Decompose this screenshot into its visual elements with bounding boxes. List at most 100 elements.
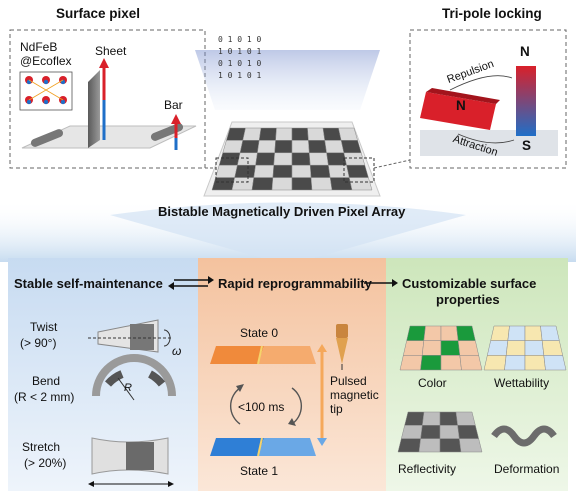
- tilted-magnet-top: [426, 88, 500, 104]
- array-pixel: [307, 127, 326, 141]
- wettability-tile: [524, 325, 543, 341]
- array-pixel: [257, 140, 276, 154]
- array-zoom-right: [343, 157, 375, 183]
- array-pixel: [251, 177, 274, 191]
- reflectivity-tile: [455, 411, 476, 426]
- sheet-pixel: [88, 70, 100, 148]
- tip-label-1: Pulsed: [330, 374, 367, 388]
- array-pixel: [346, 164, 369, 178]
- stable-title: Stable self-maintenance: [14, 276, 163, 291]
- array-pixel: [291, 152, 311, 166]
- wettability-tile: [524, 355, 546, 371]
- color-grid: [399, 325, 483, 371]
- twist-icon: [88, 319, 172, 353]
- custom-title-2: properties: [436, 292, 500, 307]
- state0-label: State 0: [240, 326, 279, 340]
- array-pixel: [324, 140, 345, 154]
- pole-n-top: N: [520, 44, 530, 59]
- wettability-tile: [505, 340, 526, 356]
- binary-row: 0 1 0 1 0: [218, 35, 262, 44]
- color-tile: [420, 355, 442, 371]
- color-tile: [406, 325, 426, 341]
- reflectivity-tile: [422, 411, 441, 426]
- binary-beam: [195, 50, 380, 110]
- reflectivity-tile: [397, 438, 421, 453]
- material-label-1: NdFeB: [20, 40, 58, 54]
- array-pixel: [222, 140, 244, 154]
- array-pixel: [291, 140, 310, 154]
- vertical-magnet: [516, 66, 536, 136]
- book-state1: [210, 437, 316, 457]
- array-pixel: [242, 127, 262, 141]
- wettability-grid: [483, 325, 567, 371]
- surface-pixel-box: [9, 29, 206, 169]
- magnetic-particles: [25, 76, 67, 105]
- color-tile: [440, 355, 462, 371]
- color-tile: [421, 340, 442, 356]
- tip-label: Pulsed magnetic tip: [330, 374, 379, 416]
- binary-row: 1 0 1 0 1: [218, 71, 262, 80]
- color-label: Color: [418, 376, 447, 390]
- array-pixel: [215, 164, 238, 178]
- array-pixel: [291, 177, 313, 191]
- custom-title-1: Customizable surface: [402, 276, 537, 291]
- wettability-tile: [504, 355, 526, 371]
- reflectivity-tile: [420, 425, 441, 439]
- spotlight-cone: [110, 202, 466, 262]
- twist-label: Twist: [30, 320, 58, 334]
- color-tile: [399, 355, 423, 371]
- tilted-magnet: [420, 92, 496, 130]
- binary-row: 1 0 1 0 1: [218, 47, 262, 56]
- twist-value: (> 90°): [20, 336, 57, 350]
- pole-s: S: [522, 138, 532, 153]
- bend-value: (R < 2 mm): [14, 390, 75, 404]
- cycle-arrow-left: [230, 387, 241, 425]
- array-caption: Bistable Magnetically Driven Pixel Array: [158, 204, 406, 219]
- bar-label: Bar: [164, 98, 183, 112]
- array-pixel: [340, 140, 362, 154]
- array-pixel: [308, 140, 327, 154]
- array-pixel: [218, 152, 241, 166]
- color-tile: [457, 340, 479, 356]
- reflectivity-tile: [439, 411, 458, 426]
- array-pixel: [211, 177, 236, 191]
- binary-row: 0 1 0 1 0: [218, 59, 262, 68]
- array-zoom-left: [215, 157, 249, 183]
- array-pixel: [272, 164, 293, 178]
- array-pixel: [291, 127, 309, 141]
- reflectivity-tile: [439, 438, 462, 453]
- reflectivity-tile: [404, 411, 425, 426]
- array-pixel: [253, 164, 275, 178]
- attraction-arc: [457, 133, 515, 144]
- color-tile: [440, 325, 459, 341]
- array-pixel: [273, 152, 293, 166]
- array-pixel: [328, 164, 350, 178]
- bar-arrow-head: [171, 114, 181, 124]
- color-tile: [459, 355, 483, 371]
- array-pixel: [343, 152, 366, 166]
- reflectivity-tile: [457, 425, 479, 439]
- wettability-tile: [540, 325, 560, 341]
- tip-label-2: magnetic: [330, 388, 379, 402]
- wettability-tile: [507, 325, 526, 341]
- binary-code: 0 1 0 1 0 1 0 1 0 1 0 1 0 1 0 1 0 1 0 1: [218, 34, 261, 82]
- array-pixel: [322, 127, 342, 141]
- omega-symbol: ω: [172, 344, 182, 358]
- reflectivity-tile: [418, 438, 441, 453]
- stretch-label: Stretch: [22, 440, 61, 454]
- array-pixel: [275, 127, 293, 141]
- radius-symbol: R: [124, 382, 132, 394]
- pole-n-mid: N: [456, 98, 466, 113]
- color-tile: [403, 340, 425, 356]
- base-bar-left: [30, 129, 64, 147]
- array-pixel: [237, 152, 258, 166]
- time-label: <100 ms: [238, 400, 285, 414]
- sheet-arrow-head: [99, 58, 109, 68]
- array-pixel: [274, 140, 293, 154]
- book-state0: [210, 345, 316, 365]
- wettability-tile: [541, 340, 563, 356]
- array-pixel: [309, 164, 331, 178]
- array-pixel: [258, 127, 277, 141]
- stretch-icon: [88, 437, 174, 487]
- array-pixel: [338, 127, 358, 141]
